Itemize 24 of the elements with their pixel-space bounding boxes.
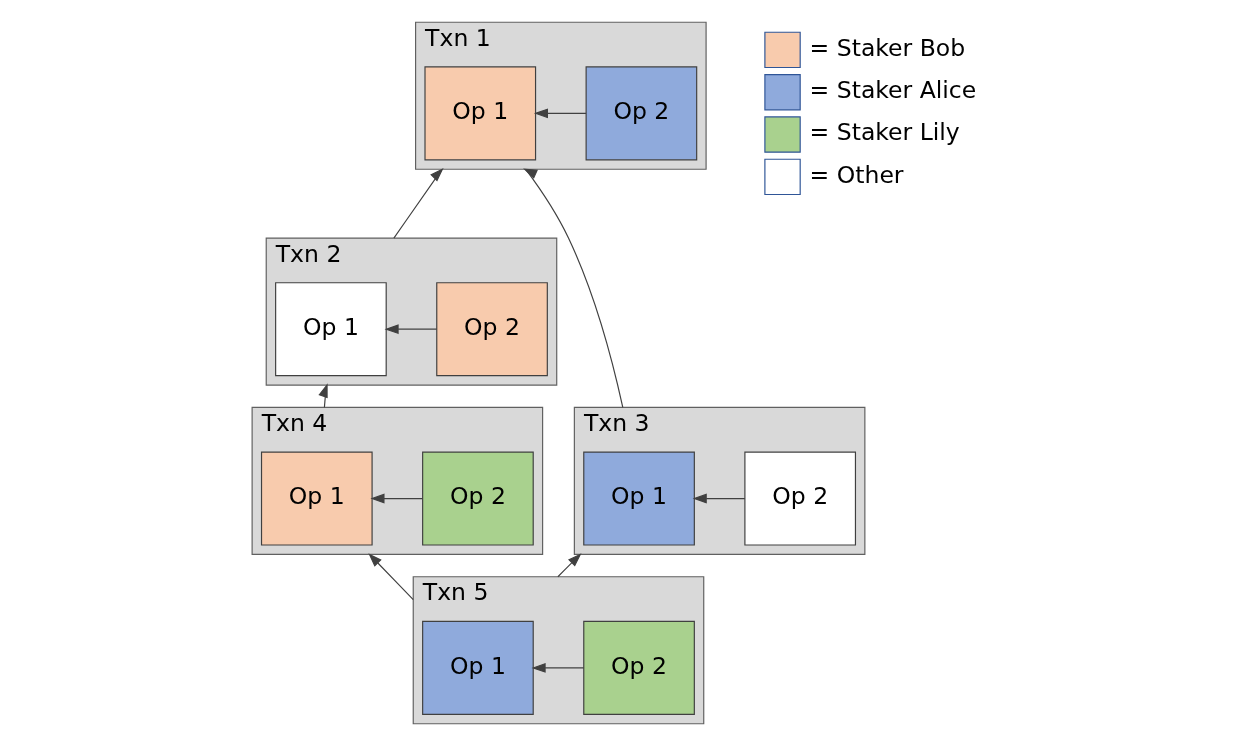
- legend-label: = Staker Lily: [809, 118, 960, 147]
- legend-label: = Staker Bob: [809, 33, 965, 62]
- node-box: Op 1: [421, 620, 534, 715]
- arrow: [556, 553, 582, 578]
- arrow: [533, 108, 587, 119]
- legend-label: = Staker Alice: [809, 76, 976, 105]
- arrow: [692, 493, 745, 504]
- node-box: Op 2: [421, 451, 534, 546]
- node-box: Op 2: [743, 451, 856, 546]
- arrow: [392, 167, 444, 239]
- node-box: Op 1: [274, 282, 387, 377]
- node-box: Op 1: [423, 66, 536, 161]
- node-box: Op 1: [582, 451, 695, 546]
- arrow: [384, 324, 437, 335]
- arrow: [531, 662, 584, 673]
- arrow: [369, 493, 423, 504]
- node-box: Op 1: [260, 451, 373, 546]
- arrow: [522, 168, 623, 408]
- node-box: Op 2: [582, 620, 695, 715]
- arrow: [367, 553, 414, 601]
- legend-label: = Other: [809, 160, 904, 189]
- node-box: Op 2: [435, 282, 548, 377]
- node-box: Op 2: [585, 66, 697, 161]
- arrow: [317, 383, 328, 408]
